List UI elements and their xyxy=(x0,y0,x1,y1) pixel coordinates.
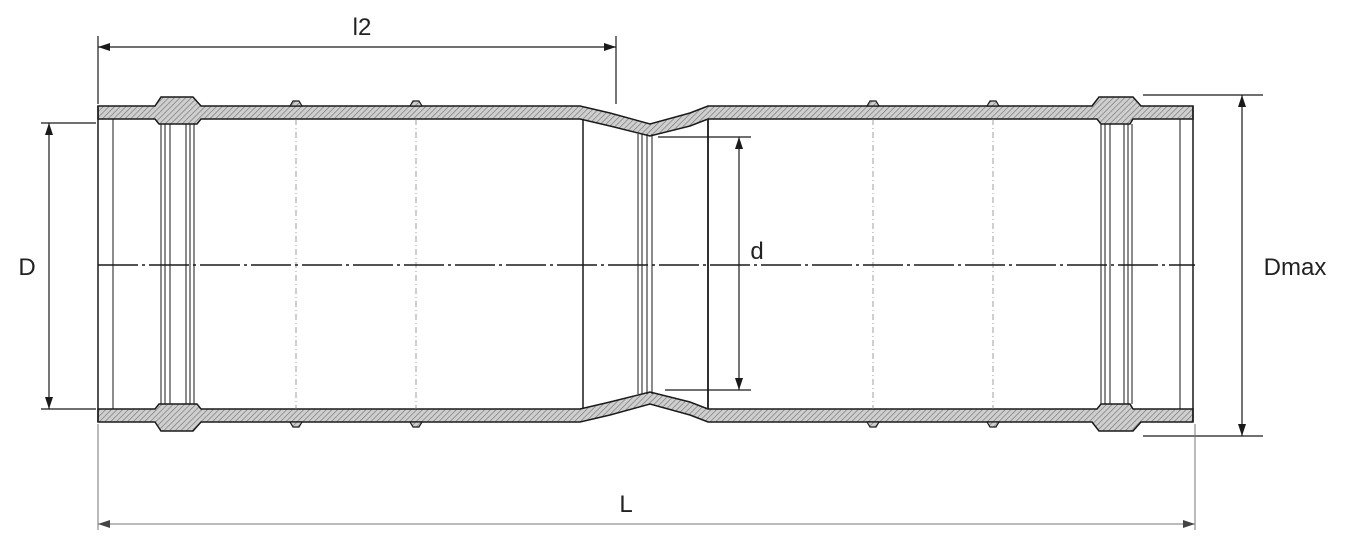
label-L: L xyxy=(619,491,632,518)
hidden-lines xyxy=(295,119,994,409)
rib-marks xyxy=(288,100,1001,428)
dimension-L xyxy=(97,424,1196,530)
label-l2: l2 xyxy=(353,14,372,41)
socket-ends xyxy=(97,106,1194,422)
top-wall xyxy=(97,96,1194,137)
label-d: d xyxy=(750,238,763,265)
dimension-d xyxy=(658,136,751,391)
label-D: D xyxy=(18,254,35,281)
center-stop xyxy=(582,119,709,409)
dimension-l2 xyxy=(97,36,617,104)
bottom-wall xyxy=(97,391,1194,432)
dimension-D xyxy=(41,122,96,410)
seal-grooves xyxy=(160,124,1133,404)
dimension-Dmax xyxy=(1143,94,1263,437)
label-Dmax: Dmax xyxy=(1264,254,1327,281)
